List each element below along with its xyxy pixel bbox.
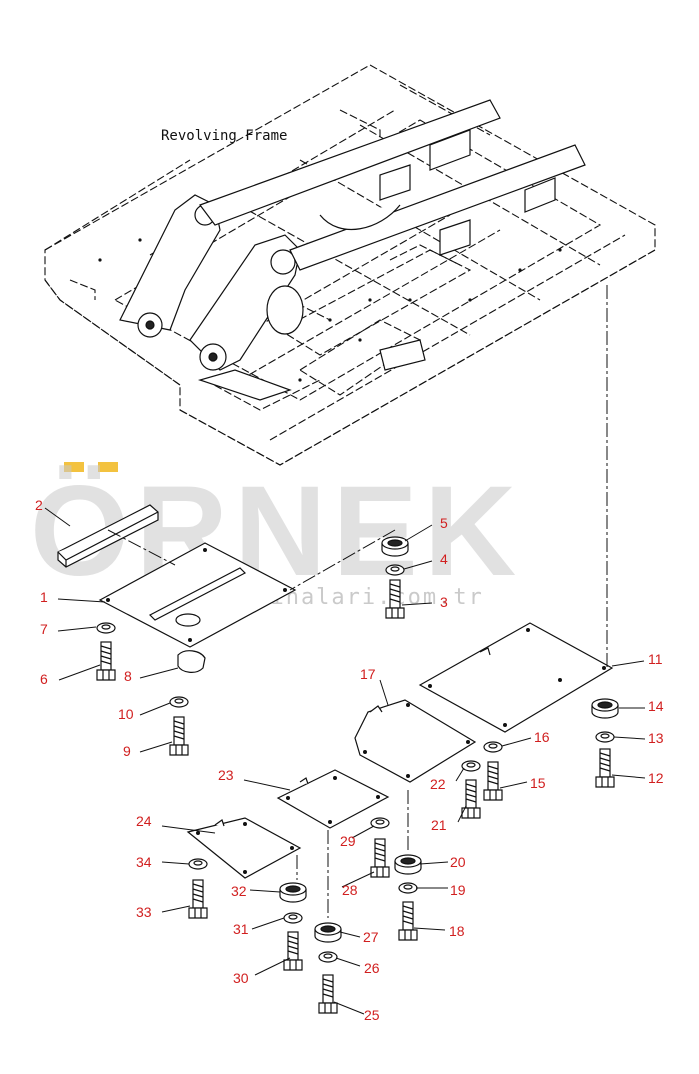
part-27-mount bbox=[314, 922, 342, 943]
callout-10: 10 bbox=[118, 706, 134, 722]
part-24-cover bbox=[186, 817, 302, 879]
callout-3: 3 bbox=[440, 594, 448, 610]
part-2-bar bbox=[57, 504, 159, 568]
part-15-bolt bbox=[483, 761, 503, 801]
callout-14: 14 bbox=[648, 698, 664, 714]
callout-13: 13 bbox=[648, 730, 664, 746]
callout-2: 2 bbox=[35, 497, 43, 513]
part-31-washer bbox=[283, 912, 303, 924]
callout-4: 4 bbox=[440, 551, 448, 567]
part-13-washer bbox=[595, 731, 615, 743]
callout-8: 8 bbox=[124, 668, 132, 684]
part-9-bolt bbox=[169, 716, 189, 756]
boom-brackets bbox=[119, 99, 586, 401]
part-17-cover bbox=[354, 699, 477, 783]
part-18-bolt bbox=[398, 901, 418, 941]
callout-17: 17 bbox=[360, 666, 376, 682]
centerlines bbox=[107, 285, 608, 918]
callout-22: 22 bbox=[430, 776, 446, 792]
part-16-washer bbox=[483, 741, 503, 753]
callout-31: 31 bbox=[233, 921, 249, 937]
callout-21: 21 bbox=[431, 817, 447, 833]
callout-15: 15 bbox=[530, 775, 546, 791]
part-23-cover bbox=[276, 769, 390, 829]
callout-20: 20 bbox=[450, 854, 466, 870]
callout-18: 18 bbox=[449, 923, 465, 939]
part-6-bolt bbox=[96, 641, 116, 681]
part-12-bolt bbox=[595, 748, 615, 788]
part-10-washer bbox=[169, 696, 189, 708]
part-22-washer bbox=[461, 760, 481, 772]
leader-lines bbox=[44, 507, 646, 1015]
callout-24: 24 bbox=[136, 813, 152, 829]
part-26-washer bbox=[318, 951, 338, 963]
callout-23: 23 bbox=[218, 767, 234, 783]
callout-6: 6 bbox=[40, 671, 48, 687]
callout-numbers: 2 1 7 6 8 10 9 5 4 3 11 14 13 12 17 16 1… bbox=[35, 497, 664, 1023]
part-33-bolt bbox=[188, 879, 208, 919]
callout-7: 7 bbox=[40, 621, 48, 637]
callout-27: 27 bbox=[363, 929, 379, 945]
callout-19: 19 bbox=[450, 882, 466, 898]
part-28-bolt bbox=[370, 838, 390, 878]
part-4-washer bbox=[385, 564, 405, 576]
callout-32: 32 bbox=[231, 883, 247, 899]
callout-11: 11 bbox=[648, 651, 663, 667]
part-7-washer bbox=[96, 622, 116, 634]
callout-30: 30 bbox=[233, 970, 249, 986]
frame-bolt-holes bbox=[98, 238, 562, 382]
callout-25: 25 bbox=[364, 1007, 380, 1023]
part-34-washer bbox=[188, 858, 208, 870]
part-20-mount bbox=[394, 854, 422, 875]
part-8-cap bbox=[177, 650, 206, 673]
callout-29: 29 bbox=[340, 833, 356, 849]
callout-28: 28 bbox=[342, 882, 358, 898]
watermark-dot-right bbox=[98, 462, 118, 472]
part-30-bolt bbox=[283, 931, 303, 971]
callout-12: 12 bbox=[648, 770, 664, 786]
part-21-bolt bbox=[461, 779, 481, 819]
callout-9: 9 bbox=[123, 743, 131, 759]
callout-26: 26 bbox=[364, 960, 380, 976]
revolving-frame bbox=[44, 64, 656, 466]
diagram-title: Revolving Frame bbox=[161, 128, 287, 144]
callout-33: 33 bbox=[136, 904, 152, 920]
part-19-washer bbox=[398, 882, 418, 894]
part-5-mount bbox=[381, 536, 409, 557]
part-25-bolt bbox=[318, 974, 338, 1014]
callout-16: 16 bbox=[534, 729, 550, 745]
callout-1: 1 bbox=[40, 589, 48, 605]
part-14-mount bbox=[591, 698, 619, 719]
callout-34: 34 bbox=[136, 854, 152, 870]
part-11-cover bbox=[418, 622, 614, 733]
part-32-mount bbox=[279, 882, 307, 903]
watermark-dot-left bbox=[64, 462, 84, 472]
callout-5: 5 bbox=[440, 515, 448, 531]
